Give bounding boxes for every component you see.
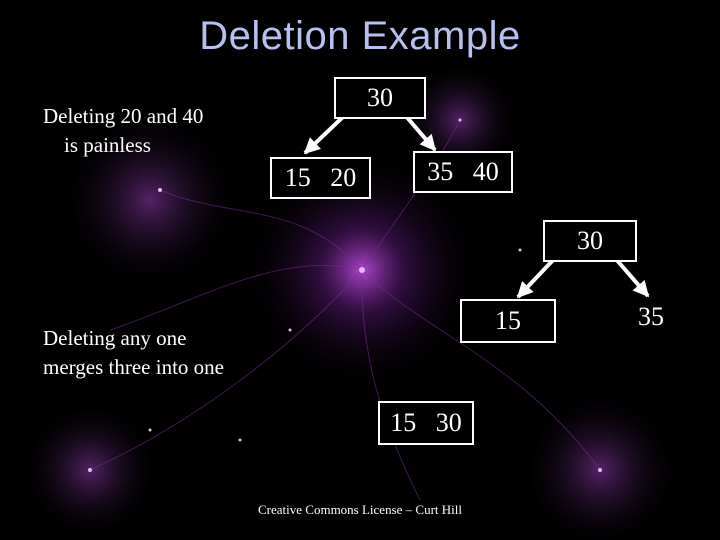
merged-node: 15 30 <box>378 401 474 445</box>
tree1-left-node: 15 20 <box>270 157 371 199</box>
tree2-left-node: 15 <box>460 299 556 343</box>
license-footer: Creative Commons License – Curt Hill <box>258 502 462 517</box>
tree2-root-node: 30 <box>543 220 637 262</box>
tree1-right-node: 35 40 <box>413 151 513 193</box>
slide-title: Deletion Example <box>199 14 521 58</box>
tree2-right-label: 35 <box>638 302 664 331</box>
note-merge: Deleting any one merges three into one <box>43 326 224 379</box>
tree1-root-node: 30 <box>334 77 426 119</box>
note-painless: Deleting 20 and 40 is painless <box>43 104 204 157</box>
